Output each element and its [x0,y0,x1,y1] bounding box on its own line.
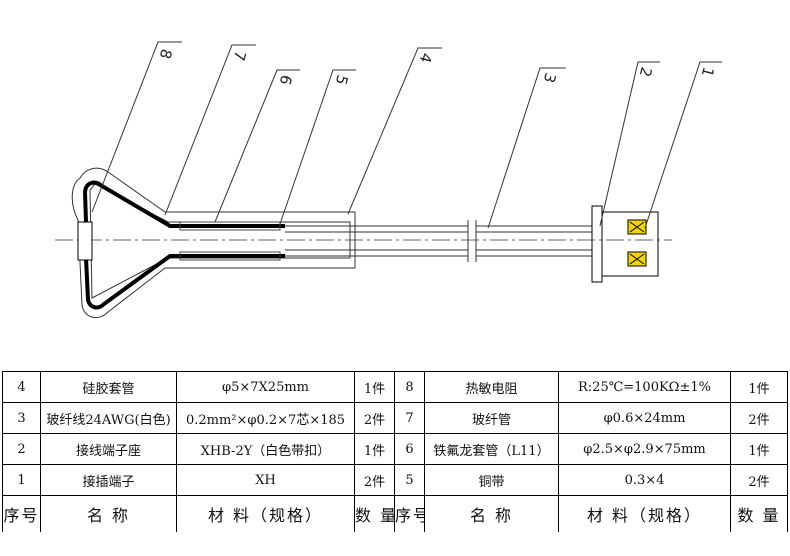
row-material: φ2.5×φ2.9×75mm [558,433,731,465]
leader-4 [347,47,442,215]
header-name: 名 称 [424,495,559,532]
row-seq: 4 [2,371,41,403]
callout-8: 8 [156,47,176,61]
row-name: 玻纤线24AWG(白色) [40,402,177,434]
leader-2 [599,61,660,227]
row-seq: 2 [2,433,41,465]
callout-4: 4 [416,51,436,65]
row-seq: 3 [2,402,41,434]
row-material: φ5×7X25mm [176,371,355,403]
assembly-drawing: 8 7 6 5 4 3 2 1 [55,41,722,319]
copper-band-upper [82,180,285,228]
terminal-mark-upper [629,221,645,233]
teflon-sleeve-lower [179,251,281,261]
bom-header: 序号 名 称 材 料（规格） 数 量 序号 名 称 材 料（规格） 数 量 [2,495,788,532]
row-material: R:25℃=100KΩ±1% [558,371,731,403]
row-material: XHB-2Y（白色带扣） [176,433,355,465]
callout-5: 5 [332,73,352,87]
connector-housing [591,205,603,283]
row-seq: 7 [394,402,425,434]
row-material: XH [176,464,355,496]
connector-body [601,211,659,277]
callout-7: 7 [230,49,250,63]
silicone-sleeve-outline [71,167,356,319]
row-material: 0.2mm²×φ0.2×7芯×185 [176,402,355,434]
row-qty: 1件 [354,371,395,403]
row-material: 0.3×4 [558,464,731,496]
leader-7 [164,44,256,216]
row-qty: 1件 [730,433,788,465]
row-qty: 1件 [354,433,395,465]
bom-row: 1 接插端子 XH 2件 5 铜带 0.3×4 2件 [2,464,788,496]
leader-3 [487,67,566,229]
bom-row: 2 接线端子座 XHB-2Y（白色带扣） 1件 6 铁氟龙套管（L11） φ2.… [2,433,788,465]
header-qty: 数 量 [730,495,788,532]
teflon-sleeve-upper [179,221,281,231]
row-qty: 2件 [730,402,788,434]
thermistor-body [77,221,93,261]
row-seq: 1 [2,464,41,496]
row-name: 接线端子座 [40,433,177,465]
leader-5 [279,69,356,225]
callout-2: 2 [636,65,656,79]
leader-8 [91,41,182,213]
leader-1 [644,61,722,229]
callout-1: 1 [698,65,718,79]
row-name: 玻纤管 [424,402,559,434]
header-material: 材 料（规格） [176,495,355,532]
header-name: 名 称 [40,495,177,532]
header-material: 材 料（规格） [558,495,731,532]
row-name: 铜带 [424,464,559,496]
row-qty: 2件 [354,402,395,434]
row-seq: 5 [394,464,425,496]
leader-6 [214,69,300,223]
row-name: 热敏电阻 [424,371,559,403]
row-seq: 8 [394,371,425,403]
row-name: 铁氟龙套管（L11） [424,433,559,465]
row-material: φ0.6×24mm [558,402,731,434]
bom-row: 4 硅胶套管 φ5×7X25mm 1件 8 热敏电阻 R:25℃=100KΩ±1… [2,371,788,403]
row-name: 硅胶套管 [40,371,177,403]
header-seq: 序号 [2,495,41,532]
row-name: 接插端子 [40,464,177,496]
row-qty: 2件 [730,464,788,496]
header-seq: 序号 [394,495,425,532]
callout-3: 3 [540,71,560,85]
row-qty: 2件 [354,464,395,496]
terminal-mark-lower [629,253,645,265]
row-qty: 1件 [730,371,788,403]
row-seq: 6 [394,433,425,465]
header-qty: 数 量 [354,495,395,532]
bom-row: 3 玻纤线24AWG(白色) 0.2mm²×φ0.2×7芯×185 2件 7 玻… [2,402,788,434]
copper-band-lower [84,254,285,310]
bill-of-materials: 4 硅胶套管 φ5×7X25mm 1件 8 热敏电阻 R:25℃=100KΩ±1… [2,371,788,532]
callout-6: 6 [276,73,296,87]
